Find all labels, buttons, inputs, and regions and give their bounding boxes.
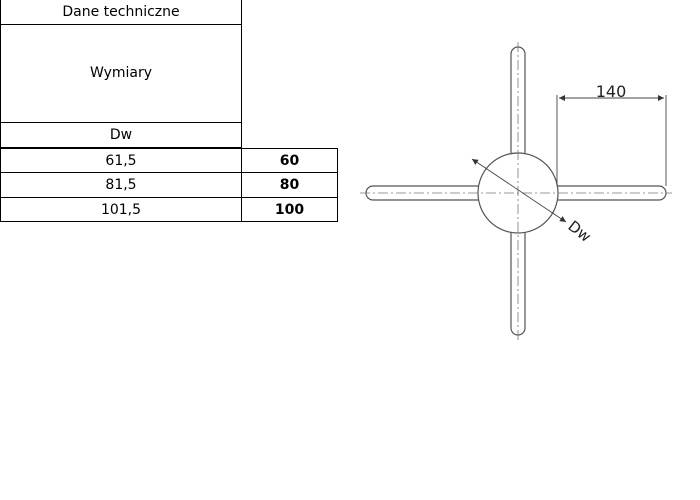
dimension-140-label: 140	[596, 82, 627, 101]
diameter-dimension-line	[471, 158, 567, 223]
diameter-label: Dw	[565, 217, 595, 246]
column-header-text: Dw	[109, 126, 133, 143]
dw-value: 61,5	[105, 152, 137, 169]
table-row-size: 100	[241, 197, 338, 222]
size-value: 100	[274, 201, 305, 218]
table-title-text: Dane techniczne	[62, 4, 180, 20]
table-title: Dane techniczne	[0, 0, 242, 25]
table-header-dimensions: Wymiary	[0, 24, 242, 123]
dw-value: 81,5	[105, 177, 137, 193]
size-value: 80	[279, 177, 300, 193]
table-column-header-dw: Dw	[0, 122, 242, 148]
table-header-text: Wymiary	[89, 65, 153, 81]
size-value: 60	[279, 152, 300, 169]
dw-value: 101,5	[100, 201, 142, 218]
